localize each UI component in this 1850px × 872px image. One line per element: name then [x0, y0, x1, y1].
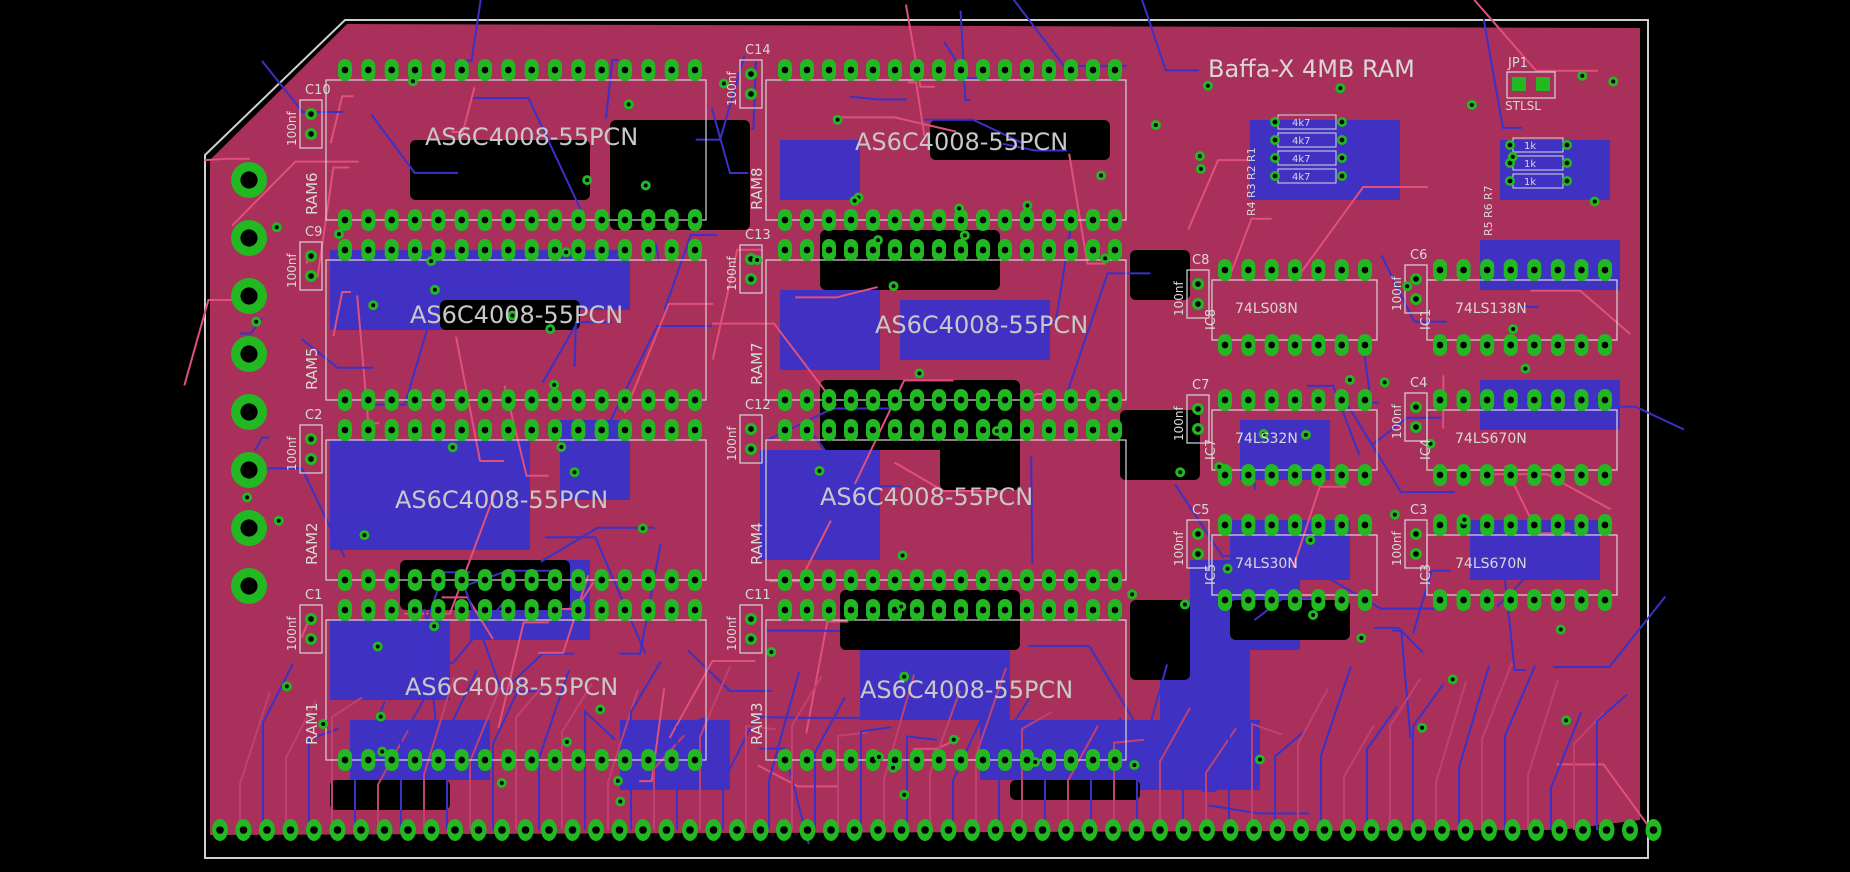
board-outline: [204, 19, 1649, 859]
ram-value-label: AS6C4008-55PCN: [860, 676, 1073, 704]
ic-value-label: 74LS30N: [1235, 556, 1298, 572]
ram-value-label: AS6C4008-55PCN: [820, 483, 1033, 511]
resistor-value-label: 1k: [1524, 141, 1536, 152]
ram-ref-label: RAM8: [748, 167, 766, 210]
ram-ref-label: RAM5: [303, 347, 321, 390]
resistor-ref-label: R2: [1245, 165, 1258, 180]
jumper-outline: [1506, 71, 1556, 99]
resistor-value-label: 4k7: [1292, 172, 1311, 183]
cap-ref-label: C12: [745, 398, 771, 413]
cap-value-label: 100nf: [725, 425, 739, 461]
cap-ref-label: C2: [305, 408, 322, 423]
ram-outline: [325, 619, 707, 761]
cap-ref-label: C1: [305, 588, 322, 603]
ram-ref-label: RAM6: [303, 172, 321, 215]
cap-value-label: 100nf: [1172, 530, 1186, 566]
ram-value-label: AS6C4008-55PCN: [875, 311, 1088, 339]
cap-value-label: 100nf: [285, 110, 299, 146]
jumper-value-label: STLSL: [1505, 99, 1541, 113]
resistor-ref-label: R1: [1245, 147, 1258, 162]
ic-ref-label: IC8: [1204, 309, 1219, 330]
cap-value-label: 100nf: [285, 252, 299, 288]
cap-value-label: 100nf: [285, 435, 299, 471]
cap-value-label: 100nf: [1390, 530, 1404, 566]
ram-ref-label: RAM3: [748, 702, 766, 745]
ram-ref-label: RAM2: [303, 522, 321, 565]
cap-ref-label: C14: [745, 43, 771, 58]
resistor-value-label: 4k7: [1292, 136, 1311, 147]
capacitor: [1186, 269, 1210, 319]
cap-value-label: 100nf: [1172, 280, 1186, 316]
ram-value-label: AS6C4008-55PCN: [395, 486, 608, 514]
capacitor: [739, 59, 763, 109]
ram-ref-label: RAM4: [748, 522, 766, 565]
cap-ref-label: C13: [745, 228, 771, 243]
board-title: Baffa-X 4MB RAM: [1208, 55, 1415, 83]
cap-ref-label: C5: [1192, 503, 1209, 518]
ic-value-label: 74LS670N: [1455, 556, 1527, 572]
cap-ref-label: C8: [1192, 253, 1209, 268]
resistor-ref-label: R3: [1245, 183, 1258, 198]
resistor-value-label: 1k: [1524, 177, 1536, 188]
cap-value-label: 100nf: [1390, 275, 1404, 311]
ram-ref-label: RAM7: [748, 342, 766, 385]
ic-outline: [1426, 409, 1618, 471]
ram-outline: [325, 79, 707, 221]
cap-ref-label: C6: [1410, 248, 1427, 263]
ram-value-label: AS6C4008-55PCN: [855, 128, 1068, 156]
cap-value-label: 100nf: [1172, 405, 1186, 441]
resistor-value-label: 4k7: [1292, 154, 1311, 165]
ram-value-label: AS6C4008-55PCN: [410, 301, 623, 329]
capacitor: [1186, 519, 1210, 569]
ram-ref-label: RAM1: [303, 702, 321, 745]
ic-value-label: 74LS138N: [1455, 301, 1527, 317]
cap-ref-label: C11: [745, 588, 771, 603]
jumper-ref-label: JP1: [1507, 56, 1528, 71]
cap-value-label: 100nf: [725, 70, 739, 106]
capacitor: [739, 604, 763, 654]
copper-traces: [183, 0, 1685, 845]
capacitor: [299, 604, 323, 654]
ic-ref-label: IC3: [1419, 564, 1434, 585]
ram-outline: [325, 259, 707, 401]
ic-outline: [1426, 534, 1618, 596]
resistor-value-label: 1k: [1524, 159, 1536, 170]
capacitor: [299, 99, 323, 149]
ic-value-label: 74LS32N: [1235, 431, 1298, 447]
capacitor: [299, 241, 323, 291]
resistor-ref-label: R7: [1482, 185, 1495, 200]
ic-ref-label: IC7: [1204, 439, 1219, 460]
capacitor: [299, 424, 323, 474]
jumper-pad: [1512, 77, 1526, 91]
ic-outline: [1426, 279, 1618, 341]
capacitor: [739, 244, 763, 294]
cap-value-label: 100nf: [725, 255, 739, 291]
cap-value-label: 100nf: [725, 615, 739, 651]
capacitor: [1186, 394, 1210, 444]
cap-value-label: 100nf: [1390, 403, 1404, 439]
ic-ref-label: IC4: [1419, 439, 1434, 460]
ram-value-label: AS6C4008-55PCN: [425, 123, 638, 151]
cap-ref-label: C7: [1192, 378, 1209, 393]
cap-ref-label: C9: [305, 225, 322, 240]
ic-value-label: 74LS08N: [1235, 301, 1298, 317]
ic-ref-label: IC5: [1204, 564, 1219, 585]
cap-ref-label: C4: [1410, 376, 1427, 391]
capacitor: [739, 414, 763, 464]
ic-ref-label: IC1: [1419, 309, 1434, 330]
ram-value-label: AS6C4008-55PCN: [405, 673, 618, 701]
ram-outline: [325, 439, 707, 581]
cap-ref-label: C10: [305, 83, 331, 98]
resistor-ref-label: R5: [1482, 221, 1495, 236]
cap-ref-label: C3: [1410, 503, 1427, 518]
resistor-ref-label: R6: [1482, 203, 1495, 218]
resistor-ref-label: R4: [1245, 201, 1258, 216]
jumper-pad: [1536, 77, 1550, 91]
cap-value-label: 100nf: [285, 615, 299, 651]
resistor-value-label: 4k7: [1292, 118, 1311, 129]
ic-value-label: 74LS670N: [1455, 431, 1527, 447]
